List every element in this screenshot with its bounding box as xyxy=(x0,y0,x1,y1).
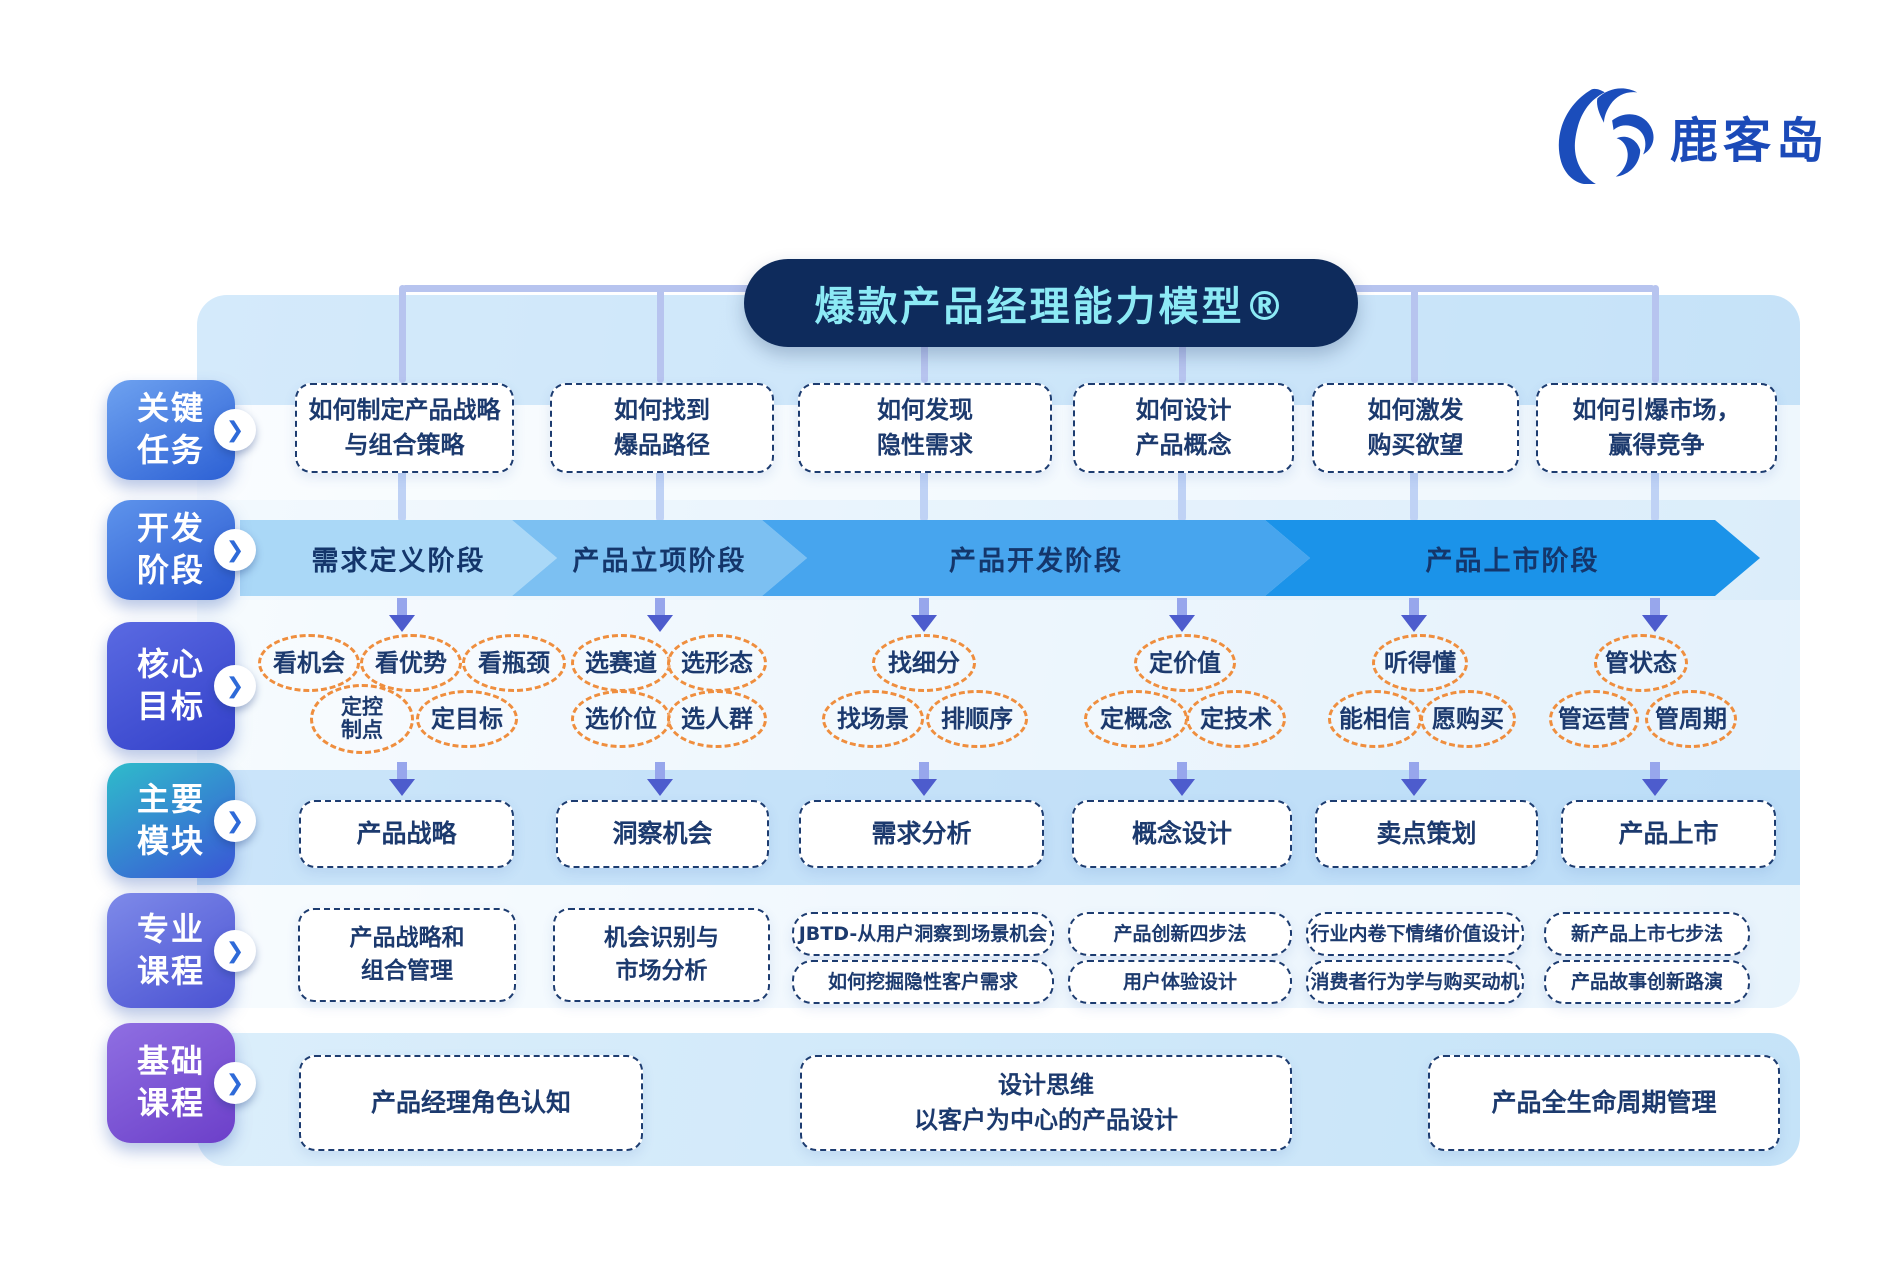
goal-pick-form: 选形态 xyxy=(667,634,767,692)
course-innovation-4steps: 产品创新四步法 xyxy=(1068,912,1292,956)
goal-set-control-point: 定控 制点 xyxy=(310,684,414,754)
course-emotional-value: 行业内卷下情绪价值设计 xyxy=(1306,912,1524,956)
module-product-strategy: 产品战略 xyxy=(299,800,514,868)
goal-find-scene: 找场景 xyxy=(822,690,924,748)
phase-define: 需求定义阶段 xyxy=(240,520,557,596)
stub-col2 xyxy=(656,469,664,522)
key-task-1: 如何制定产品战略 与组合策略 xyxy=(295,383,514,473)
connector-col2 xyxy=(657,285,664,383)
arrow-down-modules-2 xyxy=(647,762,673,796)
module-concept-design: 概念设计 xyxy=(1072,800,1292,868)
goal-understandable: 听得懂 xyxy=(1372,634,1468,692)
goal-pick-track: 选赛道 xyxy=(571,634,671,692)
key-task-4: 如何设计 产品概念 xyxy=(1073,383,1294,473)
logo: 鹿客岛 xyxy=(1548,88,1829,184)
goal-pick-price: 选价位 xyxy=(571,690,671,748)
goal-see-bottleneck: 看瓶颈 xyxy=(462,634,566,692)
key-task-3: 如何发现 隐性需求 xyxy=(798,383,1052,473)
course-jbtd: JBTD-从用户洞察到场景机会 xyxy=(792,912,1054,956)
module-product-launch: 产品上市 xyxy=(1561,800,1776,868)
goal-manage-lifecycle: 管周期 xyxy=(1645,690,1737,748)
phase-launch: 产品上市阶段 xyxy=(1265,520,1760,596)
module-insight-opportunity: 洞察机会 xyxy=(556,800,769,868)
row-label-core-goals: 核心 目标 xyxy=(107,622,235,750)
chevron-badge-main-modules: ❯ xyxy=(214,800,256,842)
module-demand-analysis: 需求分析 xyxy=(799,800,1044,868)
arrow-down-modules-4 xyxy=(1169,762,1195,796)
course-ux-design: 用户体验设计 xyxy=(1068,960,1292,1004)
row-label-dev-phases: 开发 阶段 xyxy=(107,500,235,600)
course-launch-7steps: 新产品上市七步法 xyxy=(1544,912,1750,956)
stub-col6 xyxy=(1651,469,1659,522)
basic-course-design-thinking: 设计思维 以客户为中心的产品设计 xyxy=(800,1055,1292,1151)
goal-manage-status: 管状态 xyxy=(1594,634,1688,692)
basic-course-pm-role: 产品经理角色认知 xyxy=(299,1055,643,1151)
key-task-2: 如何找到 爆品路径 xyxy=(550,383,774,473)
goal-define-value: 定价值 xyxy=(1134,634,1236,692)
arrow-down-goals-5 xyxy=(1401,598,1427,632)
goal-manage-operations: 管运营 xyxy=(1549,690,1639,748)
goal-define-tech: 定技术 xyxy=(1186,690,1286,748)
connector-col6 xyxy=(1652,285,1659,383)
chevron-badge-dev-phases: ❯ xyxy=(214,529,256,571)
arrow-down-goals-2 xyxy=(647,598,673,632)
row-label-basic-courses: 基础 课程 xyxy=(107,1023,235,1143)
chevron-badge-core-goals: ❯ xyxy=(214,665,256,707)
row-label-main-modules: 主要 模块 xyxy=(107,763,235,878)
page-title: 爆款产品经理能力模型® xyxy=(744,259,1358,347)
connector-col5 xyxy=(1411,285,1418,383)
course-consumer-behavior: 消费者行为学与购买动机 xyxy=(1306,960,1524,1004)
chevron-badge-key-tasks: ❯ xyxy=(214,409,256,451)
module-selling-point: 卖点策划 xyxy=(1315,800,1538,868)
basic-course-lifecycle: 产品全生命周期管理 xyxy=(1428,1055,1780,1151)
goal-define-concept: 定概念 xyxy=(1084,690,1188,748)
chevron-badge-pro-courses: ❯ xyxy=(214,930,256,972)
stub-col4 xyxy=(1178,469,1186,522)
goal-rank-order: 排顺序 xyxy=(926,690,1028,748)
arrow-down-goals-1 xyxy=(389,598,415,632)
arrow-down-goals-3 xyxy=(911,598,937,632)
row-label-pro-courses: 专业 课程 xyxy=(107,893,235,1008)
arrow-down-modules-5 xyxy=(1401,762,1427,796)
phase-develop: 产品开发阶段 xyxy=(762,520,1310,596)
logo-text: 鹿客岛 xyxy=(1670,113,1830,169)
row-label-key-tasks: 关键 任务 xyxy=(107,380,235,480)
goal-see-advantage: 看优势 xyxy=(360,634,462,692)
stub-col5 xyxy=(1410,469,1418,522)
course-opportunity-market: 机会识别与 市场分析 xyxy=(553,908,770,1002)
connector-col1 xyxy=(399,285,406,383)
course-strategy-portfolio: 产品战略和 组合管理 xyxy=(298,908,516,1002)
stub-col3 xyxy=(920,469,928,522)
arrow-down-modules-3 xyxy=(911,762,937,796)
chevron-badge-basic-courses: ❯ xyxy=(214,1062,256,1104)
phase-initiate: 产品立项阶段 xyxy=(512,520,807,596)
arrow-down-modules-1 xyxy=(389,762,415,796)
goal-find-segment: 找细分 xyxy=(872,634,976,692)
stub-col1 xyxy=(398,469,406,522)
deer-swirl-icon xyxy=(1558,88,1654,184)
goal-set-target: 定目标 xyxy=(416,690,518,748)
course-hidden-needs: 如何挖掘隐性客户需求 xyxy=(792,960,1054,1004)
arrow-down-goals-6 xyxy=(1642,598,1668,632)
arrow-down-modules-6 xyxy=(1642,762,1668,796)
goal-pick-audience: 选人群 xyxy=(667,690,767,748)
arrow-down-goals-4 xyxy=(1169,598,1195,632)
goal-willing-to-buy: 愿购买 xyxy=(1420,690,1516,748)
goal-believable: 能相信 xyxy=(1328,690,1422,748)
goal-see-opportunity: 看机会 xyxy=(258,634,360,692)
key-task-6: 如何引爆市场， 赢得竞争 xyxy=(1536,383,1777,473)
course-product-story: 产品故事创新路演 xyxy=(1544,960,1750,1004)
key-task-5: 如何激发 购买欲望 xyxy=(1312,383,1519,473)
